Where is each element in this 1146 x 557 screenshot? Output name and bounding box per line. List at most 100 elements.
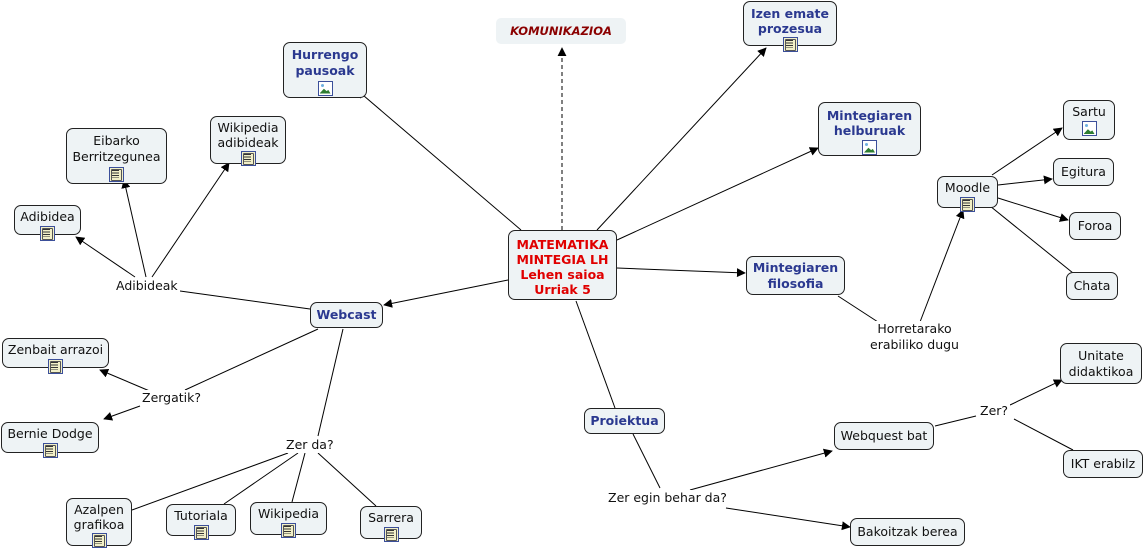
unitate-didaktikoa-node[interactable]: Unitate didaktikoa [1060,343,1142,384]
ikt-erabilz-label: IKT erabilz [1070,456,1136,471]
main-concept[interactable]: MATEMATIKA MINTEGIA LH Lehen saioa Urria… [508,230,617,300]
moodle-label: Moodle [944,180,991,195]
link-moodle-chata [989,205,1074,274]
link-label-horretarako: Horretarako erabiliko dugu [868,321,961,353]
document-icon[interactable] [109,166,124,182]
image-icon[interactable] [862,139,877,155]
link-label-zer-da: Zer da? [284,437,336,453]
document-icon[interactable] [193,525,209,540]
link-zerda-tutoriala [223,452,299,505]
wikipedia-node[interactable]: Wikipedia [250,502,327,538]
document-icon[interactable] [240,151,256,166]
link-adibideak-adibidea [75,236,136,278]
tutoriala-node[interactable]: Tutoriala [166,504,236,540]
bernie-dodge-node[interactable]: Bernie Dodge [1,422,99,458]
link-proiektua-zeregin [632,433,661,489]
webquest-bat-node[interactable]: Webquest bat [834,422,934,450]
adibidea-label: Adibidea [20,209,75,224]
link-adibideak-wikipedia [151,162,230,278]
link-zergatik-zenbait [99,369,153,393]
chata-node[interactable]: Chata [1066,272,1118,300]
document-icon[interactable] [42,443,58,458]
azalpen-grafikoa-label: Azalpen grafikoa [73,502,125,532]
hurrengo-pausoak-label: Hurrengo pausoak [291,47,359,78]
document-icon[interactable] [281,523,296,538]
document-icon[interactable] [960,197,975,212]
foroa-label: Foroa [1077,218,1113,233]
link-zerda-wikipedia [291,452,306,503]
link-zeregin-webquest [689,448,833,491]
link-main-proiektua [575,300,616,409]
link-label-zer-egin: Zer egin behar da? [606,490,729,506]
wikipedia-adibideak-label: Wikipedia adibideak [217,120,279,150]
moodle-node[interactable]: Moodle [937,176,998,212]
link-zerda-sarrera [317,452,377,507]
link-webcast-adibideak [179,290,311,310]
link-zer-unitate [1009,379,1063,406]
foroa-node[interactable]: Foroa [1069,212,1121,240]
link-adibideak-eibarko [121,179,147,278]
document-icon[interactable] [40,226,55,241]
link-label-zer: Zer? [978,403,1011,419]
document-icon[interactable] [383,527,399,542]
link-main-izen [596,47,767,231]
unitate-didaktikoa-label: Unitate didaktikoa [1068,348,1134,379]
link-webquest-zer [934,415,977,427]
link-zeregin-bakoitzak [725,507,851,531]
azalpen-grafikoa-node[interactable]: Azalpen grafikoa [66,498,132,548]
link-main-webcast [383,279,509,308]
ikt-erabilz-node[interactable]: IKT erabilz [1063,450,1143,478]
tutoriala-label: Tutoriala [174,508,228,523]
image-icon[interactable] [1081,121,1097,136]
proiektua-label: Proiektua [590,413,659,428]
bernie-dodge-label: Bernie Dodge [7,426,93,441]
wikipedia-label: Wikipedia [258,506,319,521]
link-moodle-foroa [997,197,1069,222]
mintegiaren-helburuak-node[interactable]: Mintegiaren helburuak [818,102,921,156]
link-moodle-sartu [991,127,1063,176]
webquest-bat-label: Webquest bat [840,428,928,443]
wikipedia-adibideak-node[interactable]: Wikipedia adibideak [210,116,286,166]
document-icon[interactable] [91,533,107,548]
hurrengo-pausoak-node[interactable]: Hurrengo pausoak [283,42,367,98]
eibarko-berritzegunea-label: Eibarko Berritzegunea [72,133,161,164]
komunikazioa-label: KOMUNIKAZIOA [510,24,612,38]
mintegiaren-helburuak-label: Mintegiaren helburuak [826,108,913,138]
link-horretarako-moodle [919,209,965,323]
link-label-adibideak: Adibideak [114,278,180,294]
egitura-label: Egitura [1061,164,1106,179]
bakoitzak-berea-node[interactable]: Bakoitzak berea [850,518,965,546]
link-main-filosofia [616,267,746,278]
chata-label: Chata [1073,278,1111,293]
link-zergatik-bernie [103,405,141,421]
zenbait-arrazoi-node[interactable]: Zenbait arrazoi [2,338,109,374]
link-zerda-azalpen [131,452,289,511]
izen-emate-label: Izen emate prozesua [750,6,830,36]
document-icon[interactable] [782,37,798,52]
izen-emate-node[interactable]: Izen emate prozesua [743,1,837,52]
sarrera-node[interactable]: Sarrera [360,506,422,542]
sarrera-label: Sarrera [368,510,414,525]
link-filosofia-horretarako [837,295,879,323]
sartu-label: Sartu [1072,104,1106,119]
link-main-helburuak [616,147,819,241]
egitura-node[interactable]: Egitura [1053,158,1114,186]
adibidea-node[interactable]: Adibidea [14,205,81,241]
webcast-node[interactable]: Webcast [310,302,383,328]
sartu-node[interactable]: Sartu [1063,100,1115,140]
eibarko-berritzegunea-node[interactable]: Eibarko Berritzegunea [66,128,167,184]
proiektua-node[interactable]: Proiektua [584,408,665,434]
mintegiaren-filosofia-node[interactable]: Mintegiaren filosofia [746,256,845,295]
zenbait-arrazoi-label: Zenbait arrazoi [7,342,104,357]
document-icon[interactable] [48,359,63,374]
link-webcast-zerda [317,328,344,437]
link-zer-ikt [1013,418,1074,451]
link-webcast-zergatik [184,328,319,391]
mintegiaren-filosofia-label: Mintegiaren filosofia [752,260,839,291]
image-icon[interactable] [317,80,333,96]
komunikazioa-node[interactable]: KOMUNIKAZIOA [496,18,626,44]
link-main-hurrengo [356,89,522,231]
link-moodle-egitura [997,175,1053,186]
webcast-label: Webcast [316,307,377,322]
